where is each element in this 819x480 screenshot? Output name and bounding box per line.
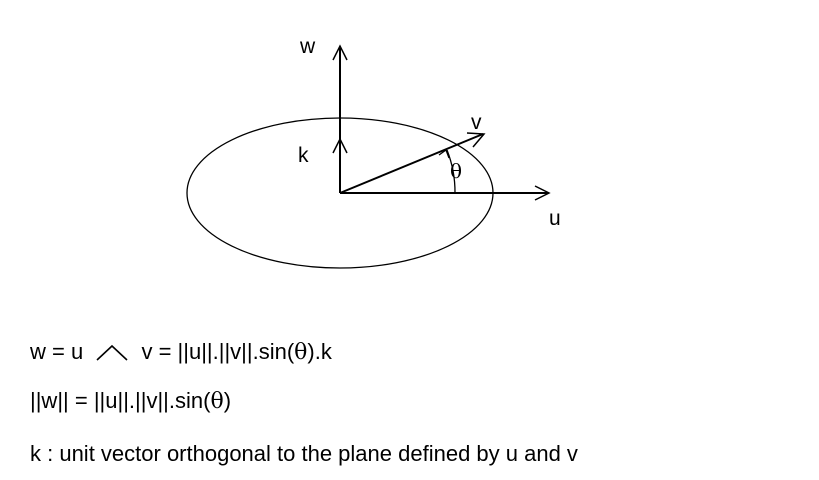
theta-arc-arrowhead (438, 148, 450, 159)
k-arrowhead (332, 137, 348, 154)
eq2-prefix: ||w|| = ||u||.||v||.sin( (30, 388, 211, 413)
equation-cross-product: w = u v = ||u||.||v||.sin(θ).k (30, 339, 332, 365)
label-v: v (471, 111, 482, 134)
wedge-operator-icon (96, 345, 128, 361)
k-definition: k : unit vector orthogonal to the plane … (30, 441, 578, 466)
eq2-theta: θ (210, 389, 224, 414)
equation-norm: ||w|| = ||u||.||v||.sin(θ) (30, 388, 231, 414)
cross-product-diagram: w v k u θ (186, 35, 561, 269)
eq2-suffix: ) (223, 388, 232, 413)
v-arrowhead (466, 132, 486, 148)
label-w: w (299, 35, 316, 58)
eq1-rhs-prefix: v = ||u||.||v||.sin( (141, 339, 295, 364)
u-arrowhead (534, 185, 551, 201)
eq1-lhs: w = u (30, 339, 84, 364)
v-vector-line (339, 133, 484, 194)
w-arrowhead (332, 44, 348, 61)
label-u: u (549, 207, 561, 230)
eq1-theta: θ (294, 340, 308, 365)
eq1-rhs-suffix: ).k (307, 339, 332, 364)
theta-arc (446, 149, 456, 194)
label-k: k (298, 144, 309, 167)
label-theta: θ (450, 159, 462, 183)
